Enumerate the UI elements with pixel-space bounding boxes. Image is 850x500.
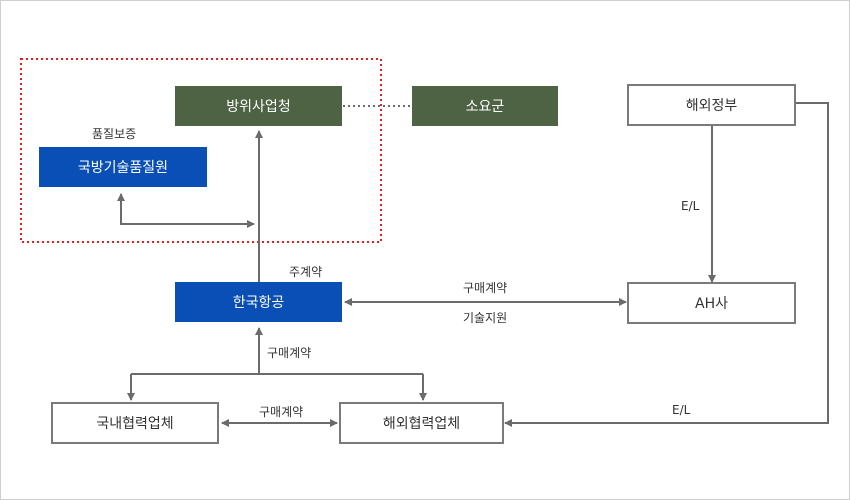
node-defense-acquisition: 방위사업청: [175, 86, 342, 126]
arrow-dtaq-to-main: [117, 193, 255, 228]
label-main-contract: 주계약: [289, 265, 323, 279]
label-purchase-contract-down: 구매계약: [267, 346, 312, 360]
label-tech-support: 기술지원: [463, 311, 508, 325]
group-boundary: [20, 58, 382, 243]
node-domestic-partner: 국내협력업체: [51, 402, 219, 444]
node-dtaq: 국방기술품질원: [39, 147, 207, 187]
label-purchase-contract-partners: 구매계약: [259, 405, 304, 419]
node-overseas-partner: 해외협력업체: [339, 402, 504, 444]
label-el-vertical: E/L: [681, 199, 700, 213]
node-kai: 한국항공: [175, 282, 342, 322]
label-el-bottom: E/L: [672, 403, 691, 417]
node-military-user: 소요군: [412, 86, 558, 126]
label-purchase-contract-ah: 구매계약: [463, 281, 508, 295]
label-quality-assurance: 품질보증: [92, 127, 137, 141]
node-foreign-government: 해외정부: [627, 84, 796, 126]
arrow-gov-overseas: [504, 102, 829, 427]
node-ah: AH사: [627, 282, 796, 324]
